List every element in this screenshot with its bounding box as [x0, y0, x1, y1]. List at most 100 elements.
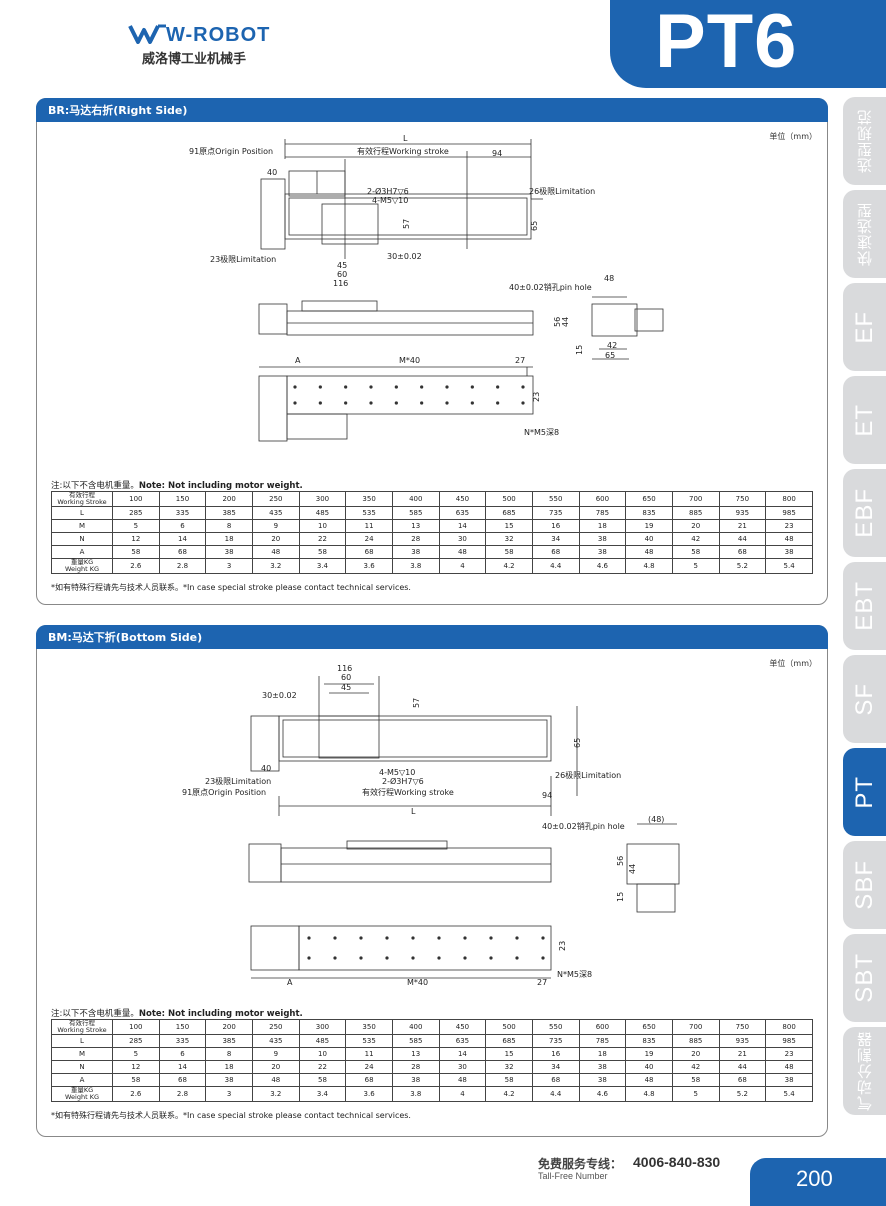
- row-header: A: [51, 1073, 113, 1087]
- table-cell: 4.2: [485, 1086, 533, 1102]
- tab-8[interactable]: SBF: [843, 841, 886, 929]
- tab-2[interactable]: EF: [843, 283, 886, 371]
- tab-1[interactable]: 快速选型: [843, 190, 886, 278]
- panel-title: BM:马达下折(Bottom Side): [48, 631, 203, 644]
- dim-pinhole: 40±0.02销孔pin hole: [509, 282, 592, 292]
- row-header: N: [51, 532, 113, 546]
- dim-40: 40: [261, 764, 271, 773]
- table-cell: 20: [251, 1060, 300, 1074]
- tab-4[interactable]: EBF: [843, 469, 886, 557]
- table-cell: 38: [205, 1073, 253, 1087]
- table-cell: 285: [112, 1034, 160, 1048]
- table-cell: 22: [298, 532, 347, 546]
- tab-6[interactable]: SF: [843, 655, 886, 743]
- table-cell: 800: [765, 1019, 813, 1035]
- table-cell: 885: [671, 1034, 720, 1048]
- table-cell: 635: [438, 506, 487, 520]
- mount-hole-icon: [470, 401, 474, 405]
- mount-hole-icon: [344, 385, 348, 389]
- mount-hole-icon: [470, 385, 474, 389]
- dim-65b: 65: [605, 351, 615, 360]
- table-cell: 985: [765, 506, 813, 520]
- dim-44: 44: [628, 864, 637, 874]
- table-cell: 32: [485, 532, 533, 546]
- dim-57: 57: [412, 698, 421, 708]
- table-cell: 4.2: [485, 558, 533, 574]
- row-header-en: Weight KG: [64, 565, 99, 573]
- tab-5[interactable]: EBT: [843, 562, 886, 650]
- tab-7[interactable]: PT: [843, 748, 886, 836]
- table-cell: 14: [438, 1047, 487, 1061]
- table-cell: 6: [158, 1047, 207, 1061]
- table-cell: 100: [112, 491, 160, 507]
- table-cell: 22: [298, 1060, 347, 1074]
- table-cell: 68: [345, 1073, 393, 1087]
- row-header: L: [51, 506, 113, 520]
- table-cell: 5.4: [765, 558, 813, 574]
- hotline-sub: Tall-Free Number: [538, 1171, 608, 1181]
- tab-10[interactable]: 气动分割器: [843, 1027, 886, 1115]
- table-cell: 3.4: [298, 558, 347, 574]
- mount-hole-icon: [369, 385, 373, 389]
- dim-56: 56: [616, 856, 625, 866]
- table-cell: 3.6: [345, 1086, 393, 1102]
- carriage: [321, 203, 379, 245]
- end-view: [591, 303, 638, 337]
- tab-0[interactable]: 选型规范: [843, 97, 886, 185]
- table-cell: 635: [438, 1034, 487, 1048]
- table-cell: 38: [391, 545, 440, 559]
- table-cell: 58: [671, 1073, 720, 1087]
- hotline-number: 4006-840-830: [633, 1154, 721, 1170]
- dim-origin: 91原点Origin Position: [182, 788, 266, 797]
- row-header: M: [51, 519, 113, 533]
- table-cell: 650: [625, 491, 673, 507]
- table-cell: 48: [438, 545, 487, 559]
- tab-9[interactable]: SBT: [843, 934, 886, 1022]
- table-cell: 16: [531, 1047, 580, 1061]
- side-motor: [248, 843, 282, 883]
- table-cell: 100: [112, 1019, 160, 1035]
- panel-footer-note: *如有特殊行程请先与技术人员联系。*In case special stroke…: [51, 583, 411, 592]
- table-cell: 12: [112, 1060, 160, 1074]
- table-cell: 48: [251, 545, 300, 559]
- table-cell: 300: [298, 491, 347, 507]
- table-cell: 885: [671, 506, 720, 520]
- table-cell: 13: [391, 519, 440, 533]
- table-cell: 150: [158, 491, 207, 507]
- table-cell: 600: [578, 491, 627, 507]
- dim-A: A: [287, 978, 293, 986]
- row-header: A: [51, 545, 113, 559]
- mount-hole-icon: [385, 956, 389, 960]
- table-cell: 28: [391, 532, 440, 546]
- table-cell: 700: [671, 491, 720, 507]
- panel-footer-note: *如有特殊行程请先与技术人员联系。*In case special stroke…: [51, 1111, 411, 1120]
- panel-bottom-side: BM:马达下折(Bottom Side) 单位（mm）: [36, 625, 828, 1137]
- dim-57: 57: [402, 219, 411, 229]
- mount-hole-icon: [411, 956, 415, 960]
- bottom-body: [298, 925, 552, 971]
- mount-hole-icon: [437, 956, 441, 960]
- table-cell: 14: [438, 519, 487, 533]
- dim-stroke: 有效行程Working stroke: [357, 146, 449, 156]
- table-cell: 58: [298, 1073, 347, 1087]
- table-cell: 750: [718, 491, 767, 507]
- tab-label: ET: [850, 403, 878, 437]
- header-model-band: [610, 0, 886, 88]
- table-cell: 350: [345, 491, 393, 507]
- table-cell: 5.2: [718, 558, 767, 574]
- mount-hole-icon: [496, 385, 500, 389]
- table-cell: 44: [718, 1060, 767, 1074]
- tab-3[interactable]: ET: [843, 376, 886, 464]
- table-cell: 3.2: [251, 558, 300, 574]
- table-cell: 18: [578, 519, 627, 533]
- table-cell: 15: [485, 1047, 533, 1061]
- drawing-right-side: L 91原点Origin Position 有效行程Working stroke…: [189, 134, 664, 442]
- side-motor: [258, 303, 288, 335]
